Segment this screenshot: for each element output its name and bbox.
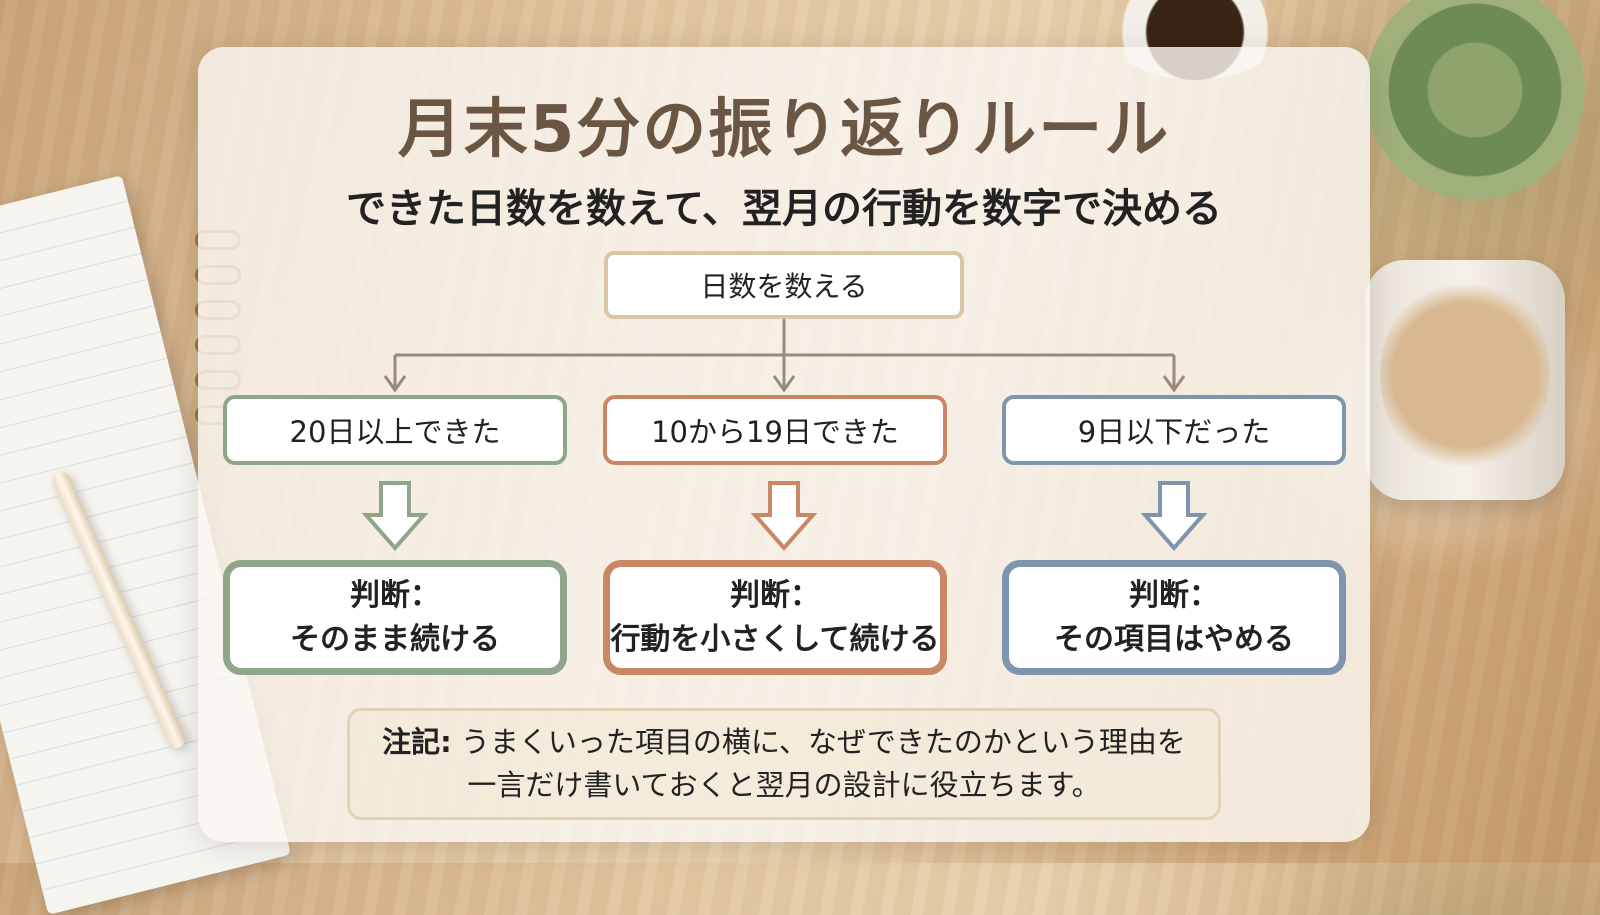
condition-node-3: 9日以下だった bbox=[1002, 395, 1346, 465]
connector-lines bbox=[361, 319, 1208, 552]
condition-node-1: 20日以上できた bbox=[223, 395, 567, 465]
note-line-2: 一言だけ書いておくと翌月の設計に役立ちます。 bbox=[467, 768, 1101, 802]
decision-label: 判断： bbox=[1129, 578, 1219, 613]
decision-label: 判断： bbox=[350, 578, 440, 613]
decision-text: その項目はやめる bbox=[1054, 621, 1294, 657]
succulent-plant-decoration bbox=[1365, 0, 1585, 200]
condition-node-2: 10から19日できた bbox=[603, 395, 947, 465]
decision-text: 行動を小さくして続ける bbox=[610, 621, 940, 657]
diagram-title: 月末5分の振り返りルール bbox=[397, 93, 1171, 167]
note-label: 注記: bbox=[382, 724, 452, 759]
arrowhead-1 bbox=[383, 375, 407, 393]
diagram-subtitle: できた日数を数えて、翌月の行動を数字で決める bbox=[346, 186, 1222, 232]
note-box: 注記: うまくいった項目の横に、なぜできたのかという理由を 一言だけ書いておくと… bbox=[347, 708, 1221, 820]
decision-node-2: 判断： 行動を小さくして続ける bbox=[603, 560, 947, 675]
decision-node-1: 判断： そのまま続ける bbox=[223, 560, 567, 675]
note-line-1: 注記: うまくいった項目の横に、なぜできたのかという理由を bbox=[382, 721, 1186, 765]
note-text-1: うまくいった項目の横に、なぜできたのかという理由を bbox=[460, 724, 1186, 759]
decision-node-3: 判断： その項目はやめる bbox=[1002, 560, 1346, 675]
down-arrow-3 bbox=[1140, 481, 1208, 552]
down-arrow-1 bbox=[361, 481, 429, 552]
decision-label: 判断： bbox=[730, 578, 820, 613]
down-arrow-2 bbox=[750, 481, 818, 552]
arrowhead-3 bbox=[1162, 375, 1186, 393]
mug-latte-decoration bbox=[1380, 275, 1550, 475]
decision-text: そのまま続ける bbox=[290, 621, 500, 657]
root-node: 日数を数える bbox=[604, 251, 964, 319]
arrowhead-2 bbox=[772, 375, 796, 393]
